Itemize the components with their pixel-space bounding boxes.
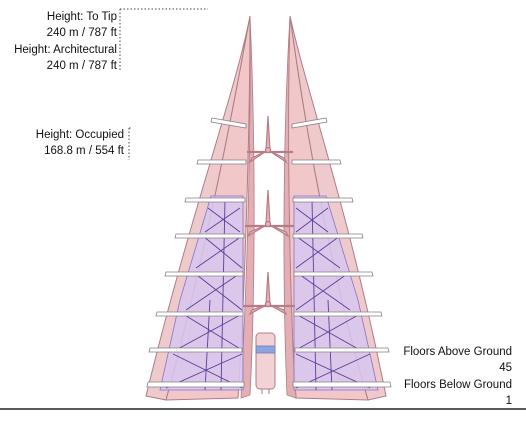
wind-turbine-top (247, 115, 293, 164)
height-architectural-block: Height: Architectural 240 m / 787 ft (0, 42, 117, 74)
floors-below-ground-block: Floors Below Ground 1 (380, 377, 512, 409)
floors-above-ground-label: Floors Above Ground (403, 346, 512, 358)
left-tower (145, 15, 255, 401)
wind-turbine-bottom (243, 271, 295, 316)
right-bracing-lines (295, 199, 371, 391)
floors-below-ground-value: 1 (505, 395, 512, 407)
floors-above-ground-value: 45 (499, 362, 512, 374)
height-occupied-label: Height: Occupied (35, 129, 124, 141)
height-architectural-value: 240 m / 787 ft (46, 60, 117, 72)
height-to-tip-block: Height: To Tip 240 m / 787 ft (10, 9, 117, 41)
podium-cylinder (255, 332, 276, 394)
wind-turbines (243, 115, 295, 316)
right-floor-bands (291, 117, 392, 388)
floors-above-ground-block: Floors Above Ground 45 (380, 344, 512, 376)
floors-below-ground-label: Floors Below Ground (403, 379, 512, 391)
height-to-tip-value: 240 m / 787 ft (46, 27, 117, 39)
right-tower (283, 15, 392, 401)
height-architectural-label: Height: Architectural (14, 44, 117, 56)
wind-turbine-middle (245, 189, 294, 238)
height-indicator-lines (119, 8, 208, 160)
right-tower-inner-edge (283, 15, 297, 399)
height-occupied-value: 168.8 m / 554 ft (44, 145, 124, 157)
left-tower-inner-edge (240, 15, 255, 399)
height-to-tip-label: Height: To Tip (46, 11, 117, 23)
left-floor-bands (146, 117, 247, 388)
height-occupied-block: Height: Occupied 168.8 m / 554 ft (10, 127, 124, 159)
